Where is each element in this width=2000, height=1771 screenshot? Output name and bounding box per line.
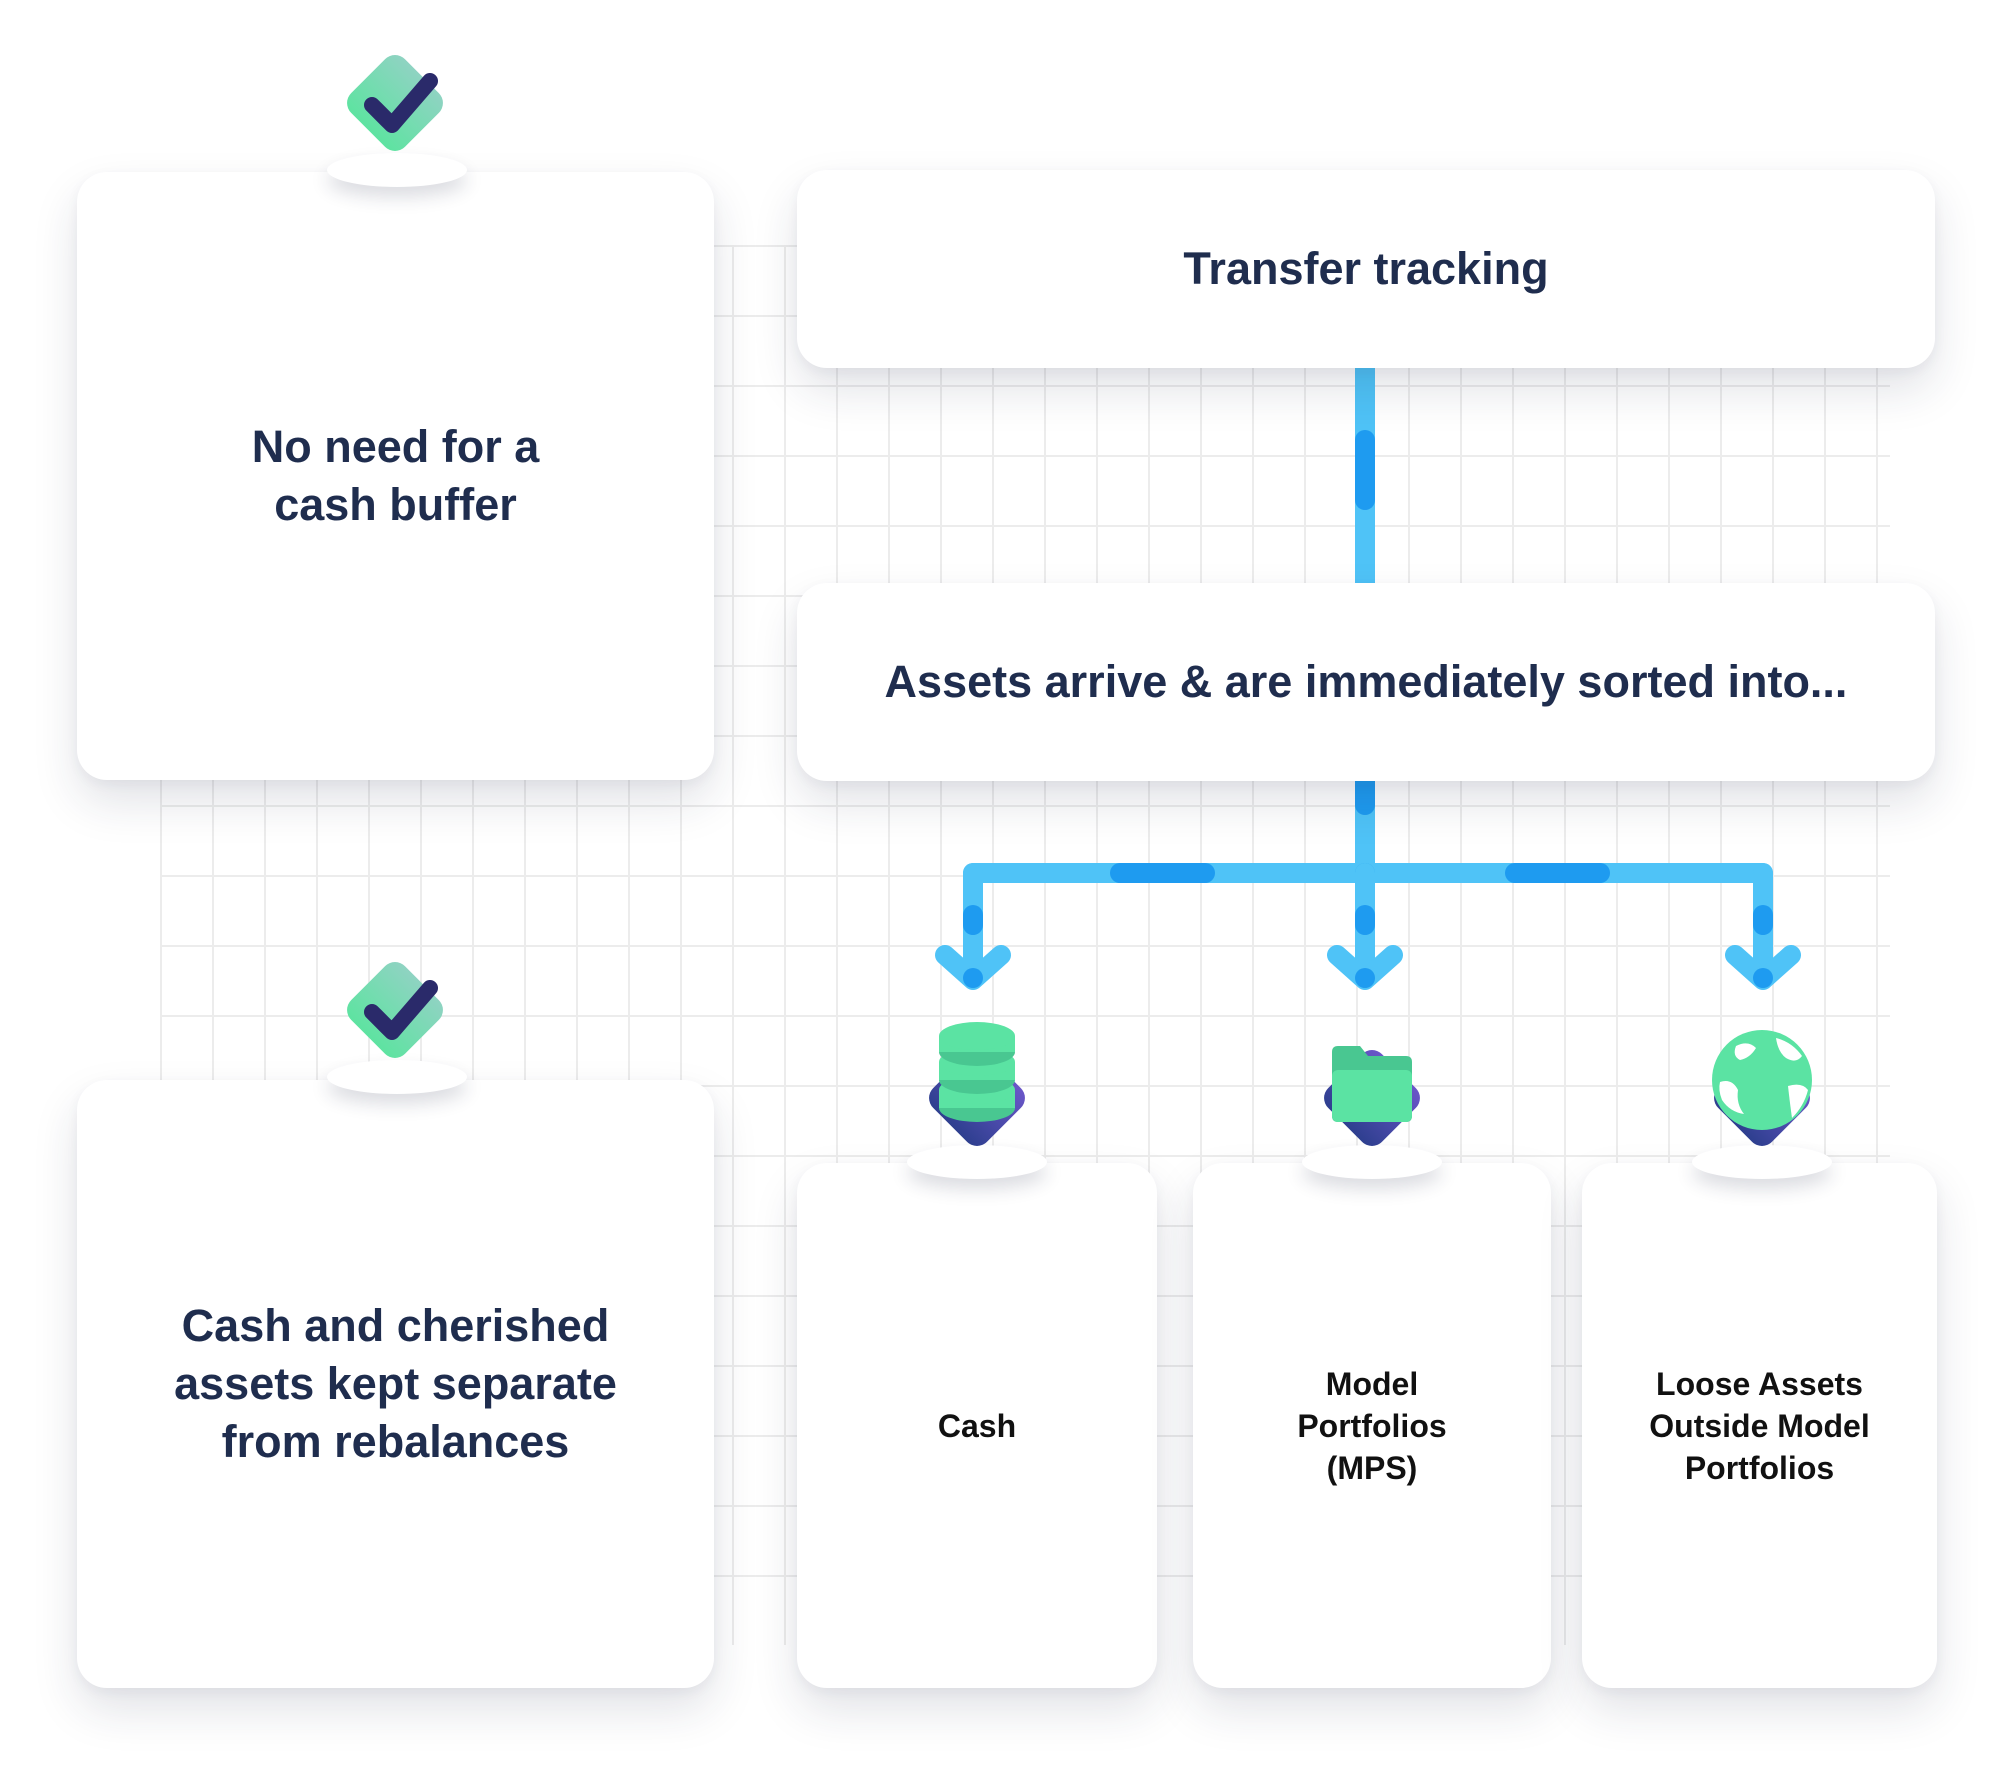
destination-card-loose-assets: Loose Assets Outside Model Portfolios: [1582, 1163, 1937, 1688]
coin-stack-icon: [929, 1022, 1025, 1146]
benefit-card-separate-assets: Cash and cherished assets kept separate …: [77, 1080, 714, 1688]
icon-pedestal: [327, 153, 467, 187]
globe-icon: [1712, 1030, 1812, 1146]
benefit-text: No need for a cash buffer: [251, 421, 540, 530]
flow-step-label: Assets arrive & are immediately sorted i…: [884, 656, 1848, 707]
destination-card-cash: Cash: [797, 1163, 1157, 1688]
destination-label: Loose Assets Outside Model Portfolios: [1649, 1365, 1870, 1486]
destination-label: Model Portfolios (MPS): [1297, 1365, 1447, 1486]
icon-pedestal: [1692, 1145, 1832, 1179]
arrow-mps: [1327, 863, 1403, 990]
flow-step-transfer-tracking: Transfer tracking: [797, 170, 1935, 368]
benefit-card-cash-buffer: No need for a cash buffer: [77, 172, 714, 780]
check-icon: [347, 962, 443, 1058]
destination-label: Cash: [937, 1407, 1017, 1444]
benefit-text: Cash and cherished assets kept separate …: [174, 1300, 617, 1467]
flow-step-assets-arrive: Assets arrive & are immediately sorted i…: [797, 583, 1935, 781]
icon-pedestal: [1302, 1145, 1442, 1179]
arrow-loose: [1725, 863, 1801, 990]
folder-icon: [1324, 1046, 1420, 1146]
destination-card-mps: Model Portfolios (MPS): [1193, 1163, 1551, 1688]
icon-pedestal: [327, 1060, 467, 1094]
icon-pedestal: [907, 1145, 1047, 1179]
arrow-cash: [935, 863, 1011, 990]
check-icon: [347, 55, 443, 151]
flow-step-label: Transfer tracking: [1183, 243, 1549, 294]
